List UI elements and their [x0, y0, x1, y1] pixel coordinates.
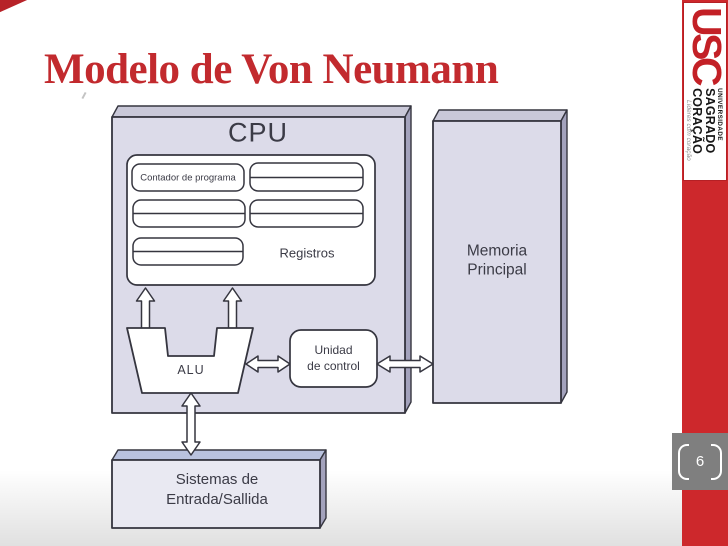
- io-label-line2: Entrada/Sallida: [166, 491, 268, 508]
- usc-logo-line3: CORAÇÃO: [690, 88, 705, 155]
- control-unit-box: [289, 329, 378, 388]
- usc-logo-line1: UNIVERSIDADE: [716, 88, 724, 142]
- usc-logo-tagline: Líderes com coração: [685, 100, 692, 161]
- cpu-box-top-face: [111, 105, 412, 118]
- usc-logo-acronym: USC: [683, 7, 728, 84]
- io-label: Sistemas de Entrada/Sallida: [166, 470, 268, 511]
- memory-box: [432, 120, 562, 404]
- usc-logo-name: UNIVERSIDADE SAGRADO CORAÇÃO: [690, 88, 724, 155]
- right-bracket-icon: [711, 443, 723, 480]
- page-number: 6: [695, 453, 705, 470]
- arrow-control-memory: [376, 355, 434, 373]
- io-box-top-face: [111, 449, 327, 461]
- usc-logo-line2: SAGRADO: [703, 88, 718, 154]
- left-bracket-icon: [677, 443, 689, 480]
- control-unit-label: Unidad de control: [307, 343, 360, 375]
- cpu-label: CPU: [227, 117, 289, 148]
- alu-label: ALU: [177, 363, 205, 377]
- memory-label-line2: Principal: [467, 262, 527, 279]
- program-counter-label: Contador de programa: [140, 172, 236, 184]
- registers-label: Registros: [279, 245, 335, 261]
- page-number-badge: 6: [672, 433, 728, 490]
- control-unit-label-line1: Unidad: [314, 343, 353, 358]
- page-title: Modelo de Von Neumann: [44, 46, 499, 93]
- register-cell-program-counter: [131, 163, 245, 192]
- memory-label-line1: Memoria: [466, 242, 528, 260]
- alu-shape: [126, 327, 254, 394]
- memory-box-top-face: [432, 109, 568, 122]
- io-label-line1: Sistemas de: [175, 470, 259, 488]
- control-unit-label-line2: de control: [307, 359, 360, 373]
- io-box: [111, 459, 321, 529]
- memory-label: Memoria Principal: [467, 242, 527, 281]
- usc-logo: USC UNIVERSIDADE SAGRADO CORAÇÃO Líderes…: [683, 2, 728, 181]
- arrow-alu-io: [181, 392, 201, 456]
